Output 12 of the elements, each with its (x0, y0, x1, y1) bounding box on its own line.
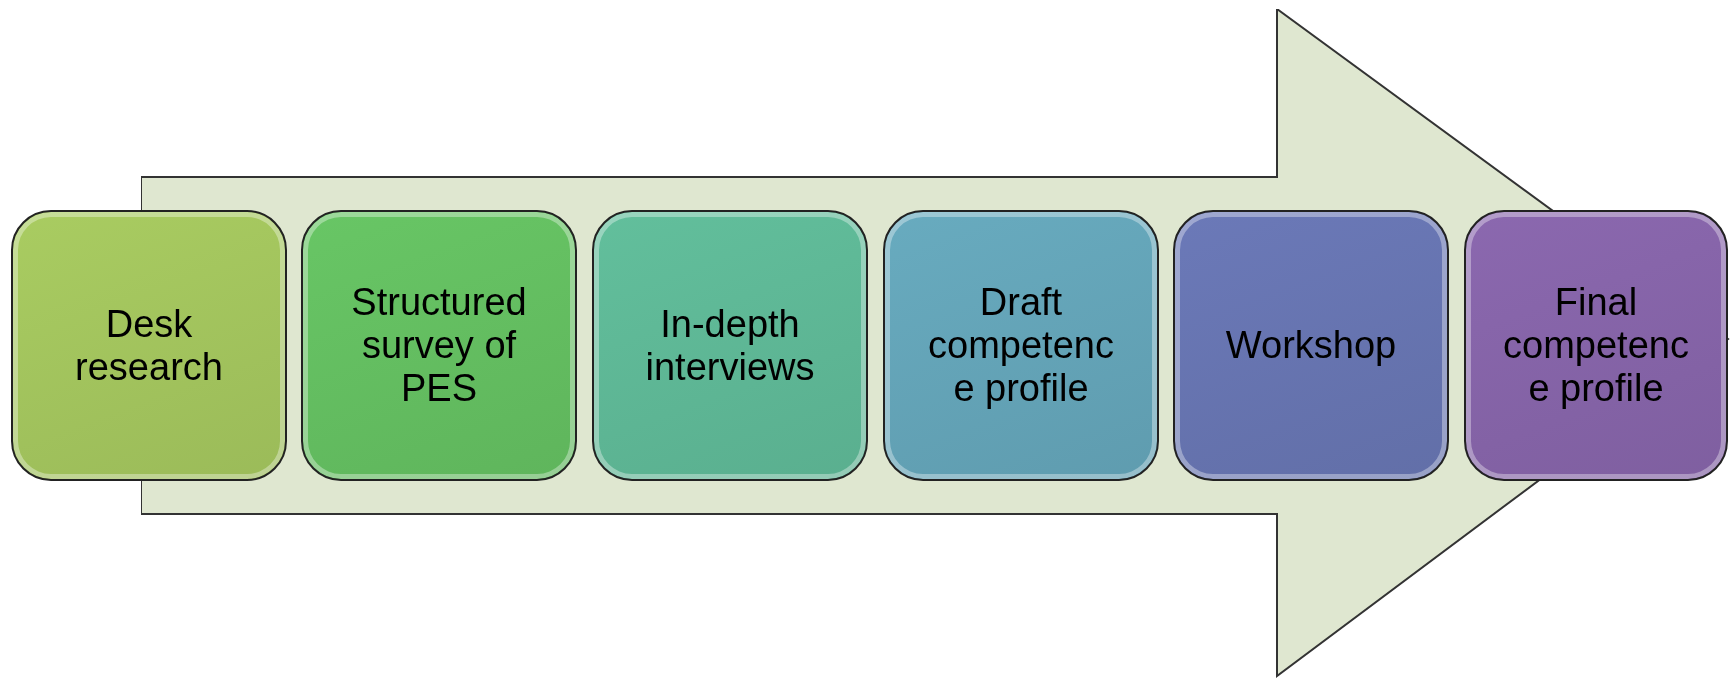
process-box (883, 210, 1159, 481)
process-box (592, 210, 868, 481)
step-label: In-depth interviews (644, 302, 816, 389)
process-box (301, 210, 577, 481)
process-box (11, 210, 287, 481)
step-label: Draft competenc e profile (927, 281, 1115, 410)
step-label: Structured survey of PES (350, 281, 528, 410)
step-label: Final competenc e profile (1502, 281, 1690, 410)
process-box (1464, 210, 1728, 481)
step-label: Workshop (1224, 324, 1398, 367)
process-box (1173, 210, 1449, 481)
step-label: Desk research (74, 302, 224, 389)
